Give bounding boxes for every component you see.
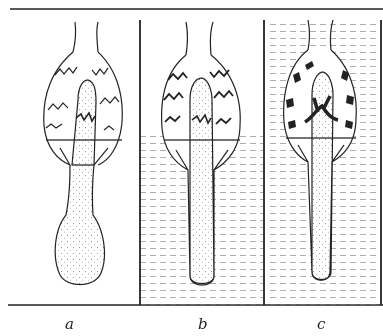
panel-a-neck: [73, 22, 98, 52]
panel-b-neck: [186, 22, 213, 55]
panel-b-spadix: [190, 78, 214, 284]
panel-a-spadix: [72, 80, 96, 165]
panel-a-stalk: [55, 165, 104, 285]
panel-a-organ: [44, 22, 123, 285]
panel-b-label: b: [198, 315, 208, 333]
panel-a-label: a: [65, 315, 74, 333]
panel-c-label: c: [317, 315, 326, 333]
panel-a-zigzag-top: [55, 67, 108, 75]
